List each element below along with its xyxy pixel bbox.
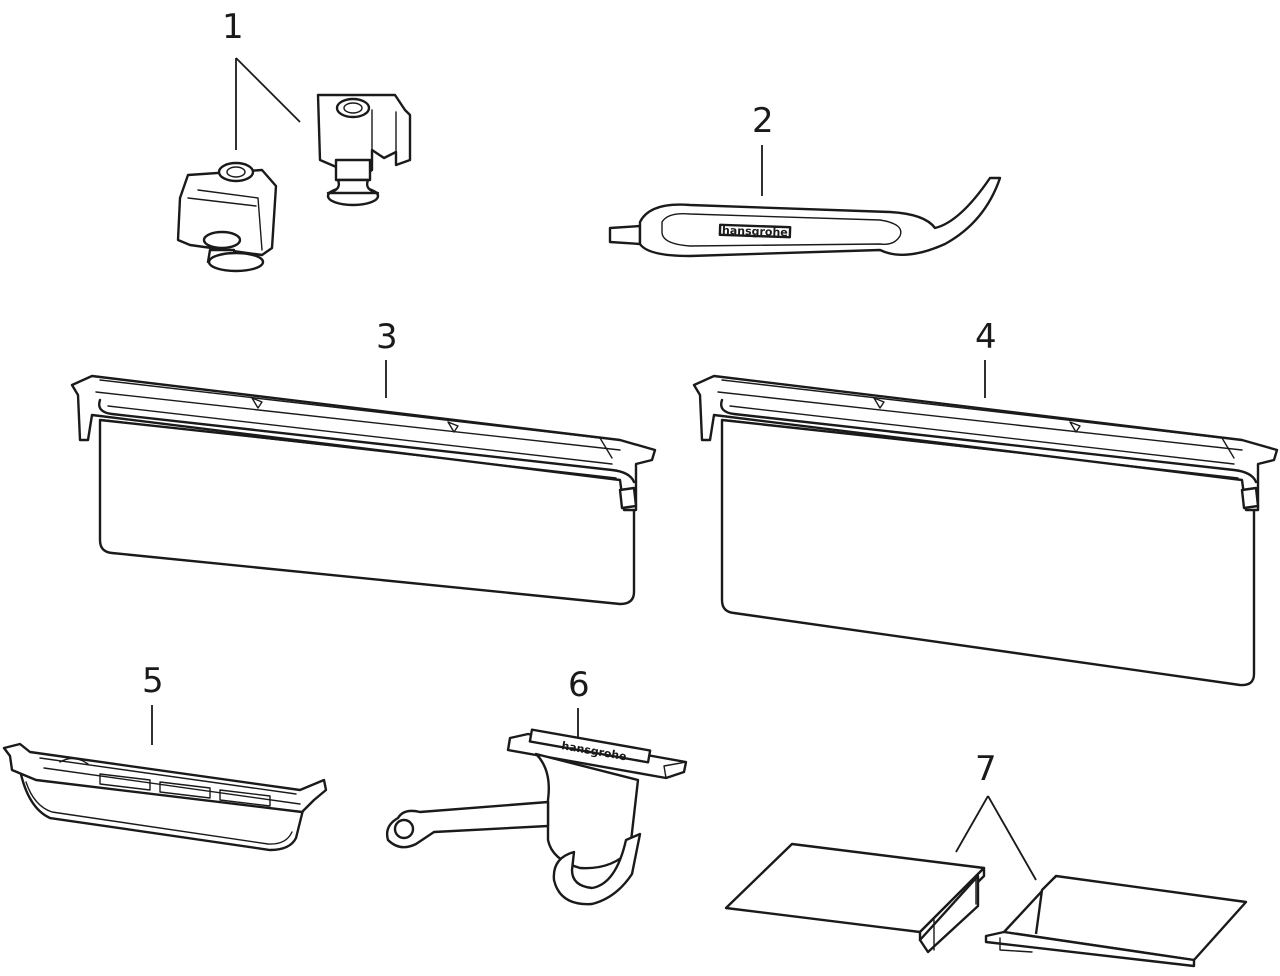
tool-logo-text: hansgrohe — [722, 224, 788, 239]
part-number-3: 3 — [376, 317, 398, 357]
part-number-2: 2 — [752, 101, 774, 141]
part-number-6: 6 — [568, 665, 590, 705]
clip-left — [176, 161, 278, 273]
tool-key: hansgrohe — [608, 176, 1002, 258]
part-7-group: 7 — [724, 749, 1248, 968]
leader-7b — [987, 795, 1037, 881]
part-number-4: 4 — [975, 317, 997, 357]
clip-right — [316, 93, 412, 207]
part-1-group: 1 — [176, 7, 412, 273]
part-number-1: 1 — [222, 7, 244, 47]
part-4-group: 4 — [692, 317, 1279, 687]
drawer-small — [70, 374, 657, 606]
part-3-group: 3 — [70, 317, 657, 606]
leader-1b — [235, 57, 301, 123]
tray-shallow — [2, 742, 328, 852]
part-number-7: 7 — [975, 749, 997, 789]
part-2-group: 2 hansgrohe — [608, 101, 1002, 258]
drawer-large — [692, 374, 1279, 687]
part-5-group: 5 — [2, 661, 328, 852]
plate-left — [724, 842, 986, 954]
part-number-5: 5 — [142, 661, 164, 701]
hook-holder: hansgrohe — [385, 728, 688, 906]
plate-right — [984, 874, 1248, 968]
part-6-group: 6 hansgrohe — [385, 665, 688, 906]
leader-7a — [955, 795, 989, 853]
